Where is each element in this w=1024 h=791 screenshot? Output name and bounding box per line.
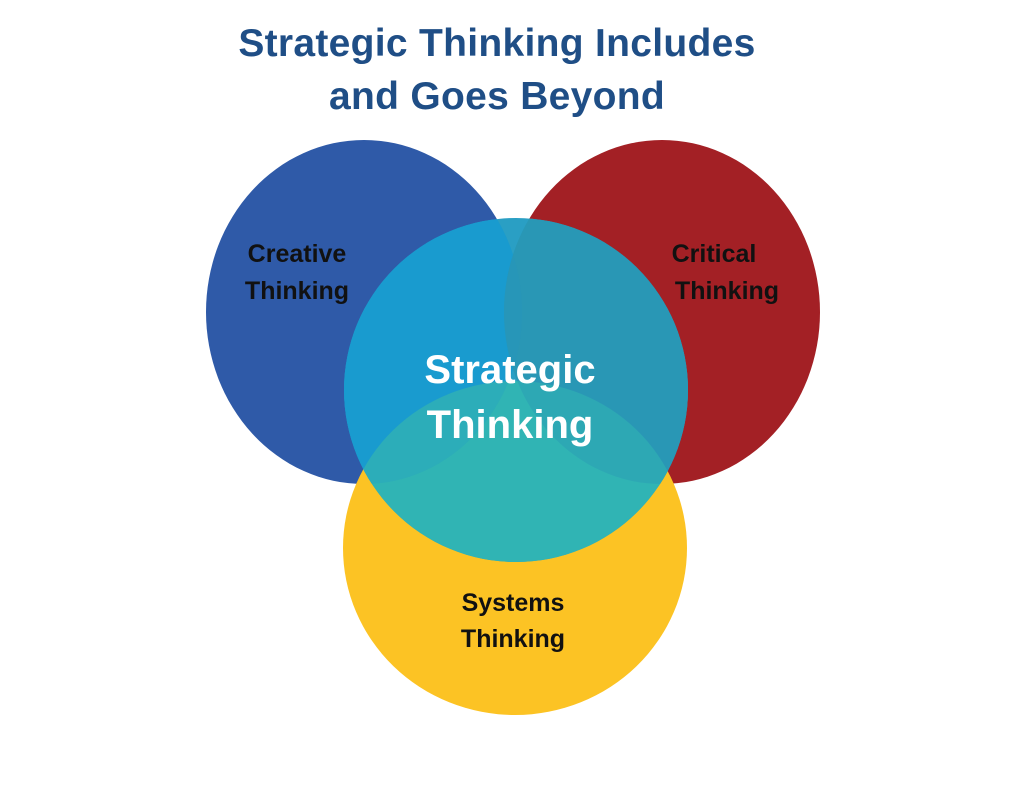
strategic-label-1: Strategic (424, 348, 595, 392)
title-line-2: and Goes Beyond (328, 75, 666, 118)
critical-label-1: Critical (672, 240, 757, 268)
systems-label-2: Thinking (461, 625, 565, 653)
strategic-label-2: Thinking (427, 403, 594, 447)
creative-label-2: Thinking (245, 277, 349, 305)
critical-label-2: Thinking (675, 277, 779, 305)
creative-label-1: Creative (248, 240, 347, 268)
systems-label-1: Systems (462, 589, 565, 617)
title-line-1: Strategic Thinking Includes (238, 22, 756, 65)
